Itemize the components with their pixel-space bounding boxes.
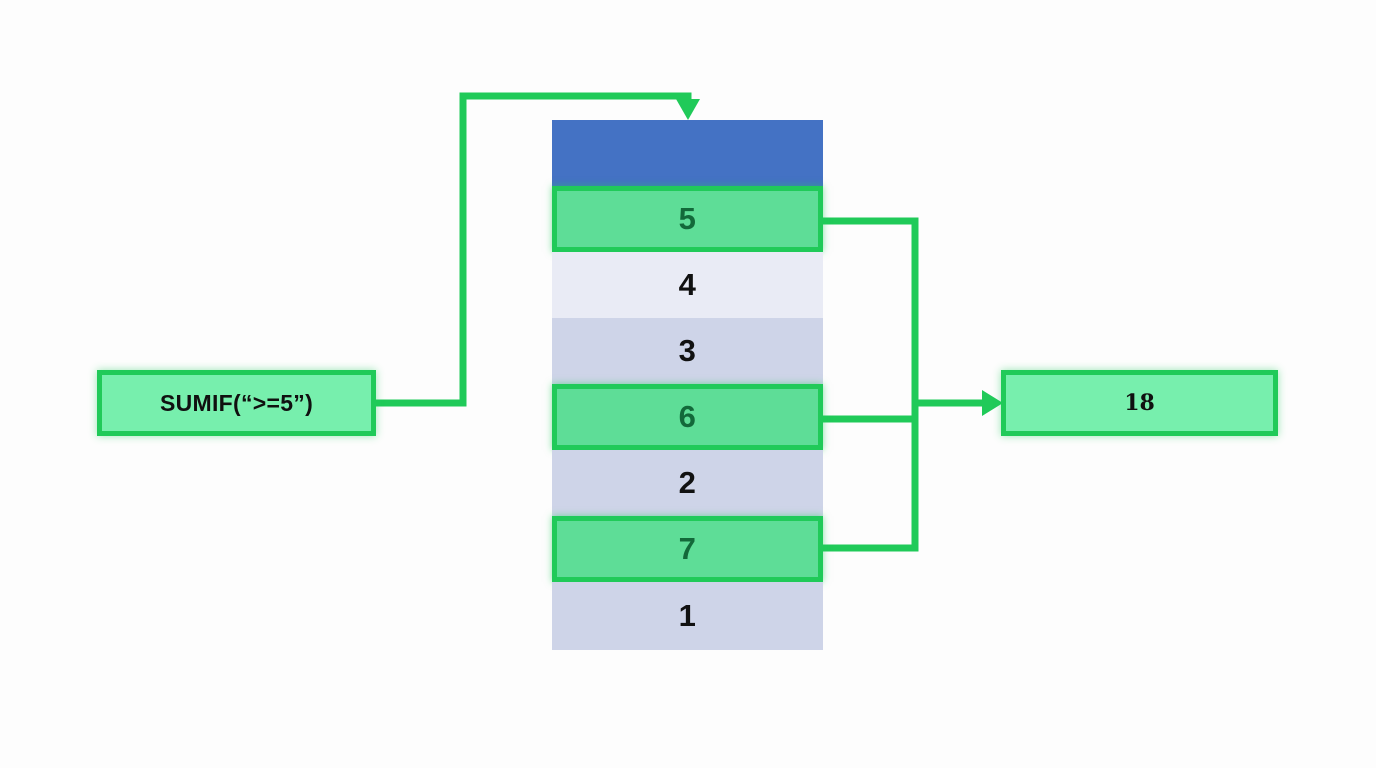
- arrowhead-into-column: [676, 99, 700, 120]
- wire-cell-5-branch: [822, 217, 919, 403]
- cell-row-4-matched[interactable]: 6: [552, 384, 823, 450]
- arrowhead-into-result: [982, 390, 1003, 416]
- result-label: 18: [1124, 390, 1155, 416]
- cell-row-2[interactable]: 4: [552, 252, 823, 318]
- cell-row-3[interactable]: 3: [552, 318, 823, 384]
- formula-label: SUMIF(“>=5”): [159, 389, 314, 416]
- cell-row-5[interactable]: 2: [552, 450, 823, 516]
- wire-cell-7-branch: [822, 403, 919, 552]
- result-box[interactable]: 18: [1001, 370, 1278, 436]
- cell-value: 2: [678, 465, 697, 500]
- cell-value: 6: [678, 399, 697, 434]
- cell-row-1-matched[interactable]: 5: [552, 186, 823, 252]
- column-header: [552, 120, 823, 186]
- formula-box[interactable]: SUMIF(“>=5”): [97, 370, 376, 436]
- cell-row-6-matched[interactable]: 7: [552, 516, 823, 582]
- cell-value: 1: [678, 598, 697, 633]
- value-column: 5 4 3 6 2 7 1: [552, 120, 823, 650]
- cell-value: 4: [678, 267, 697, 302]
- cell-value: 7: [678, 531, 697, 566]
- cell-row-7[interactable]: 1: [552, 582, 823, 650]
- cell-value: 3: [678, 333, 697, 368]
- cell-value: 5: [678, 201, 697, 236]
